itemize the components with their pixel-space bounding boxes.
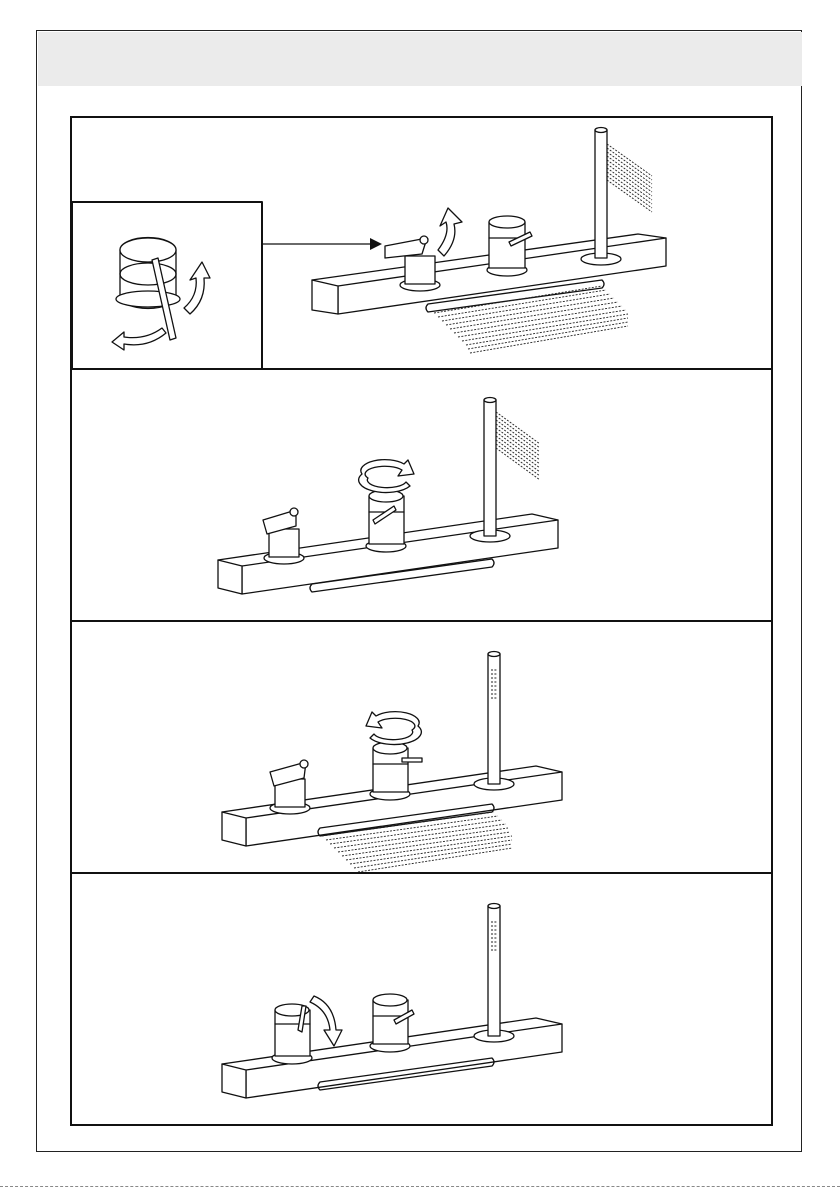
close-arrow-icon <box>310 996 342 1046</box>
lift-arrow-icon <box>184 262 210 314</box>
diverter-knob <box>370 742 422 800</box>
step-1-illustration <box>72 118 771 370</box>
diverter-knob <box>366 490 406 552</box>
step-3-illustration <box>72 622 771 874</box>
hand-shower <box>470 398 540 543</box>
bath-mixer-set <box>222 652 562 873</box>
diverter-knob <box>370 994 414 1052</box>
bath-mixer-set <box>222 904 562 1099</box>
inset-detail <box>72 202 262 370</box>
shower-spray <box>496 412 540 480</box>
step-3-panel <box>72 622 771 874</box>
instruction-steps <box>70 116 773 1126</box>
mixer-handle <box>272 1004 312 1064</box>
bath-mixer-set <box>312 128 666 354</box>
manual-page <box>36 30 802 1152</box>
diverter-knob <box>487 216 532 276</box>
page-trim-line <box>0 1186 840 1187</box>
step-4-panel <box>72 874 771 1126</box>
callout-arrowhead-icon <box>370 238 382 250</box>
rotate-arrow-icon <box>112 328 166 350</box>
mixer-handle <box>270 760 310 814</box>
page-header-band <box>38 32 802 86</box>
step-2-illustration <box>72 370 771 622</box>
lift-arrow-icon <box>438 208 462 256</box>
shower-spray <box>607 144 652 212</box>
step-4-illustration <box>72 874 771 1126</box>
bath-mixer-set <box>218 398 558 595</box>
hand-shower <box>474 904 514 1043</box>
rotate-clockwise-icon <box>359 460 414 493</box>
step-2-panel <box>72 370 771 622</box>
rotate-counterclockwise-icon <box>366 712 421 745</box>
inset-mixer-lever <box>116 238 180 340</box>
step-1-panel <box>72 118 771 370</box>
hand-shower <box>474 652 514 791</box>
mixer-handle <box>263 508 304 564</box>
